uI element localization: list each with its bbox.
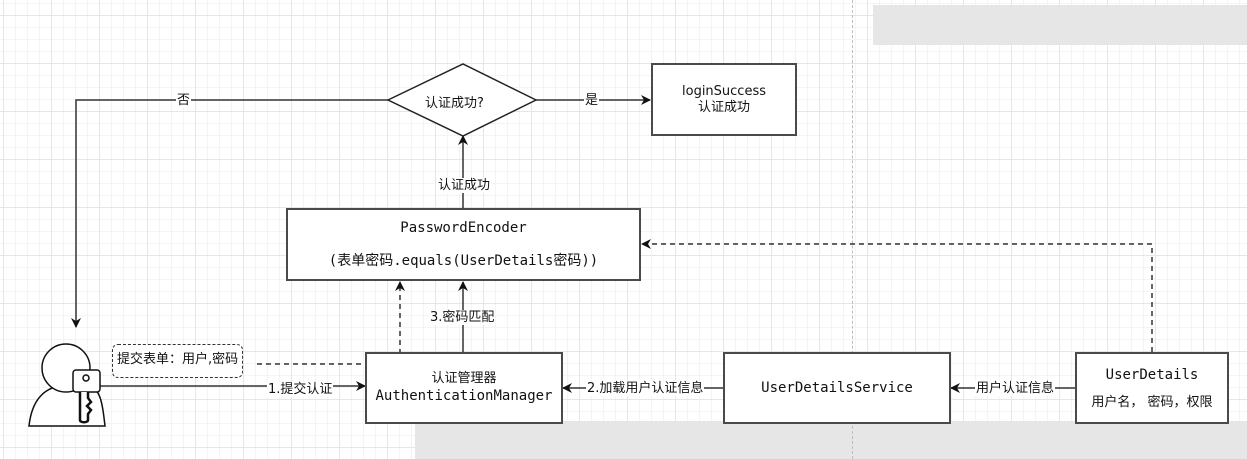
password-encoder-box[interactable]: PasswordEncoder (表单密码.equals(UserDetails… xyxy=(286,208,641,281)
edge-label-load-user-info: 2.加载用户认证信息 xyxy=(586,381,705,396)
user-key-icon xyxy=(28,343,106,427)
user-details-subtitle: 用户名， 密码，权限 xyxy=(1091,394,1213,410)
login-success-subtitle: 认证成功 xyxy=(697,99,750,115)
selection-overlay-top xyxy=(873,5,1247,45)
edge-label-password-match: 3.密码匹配 xyxy=(429,310,496,325)
edge-no xyxy=(71,99,388,328)
login-success-box[interactable]: loginSuccess 认证成功 xyxy=(651,63,797,136)
user-details-title: UserDetails xyxy=(1105,366,1199,383)
user-details-service-label: UserDetailsService xyxy=(761,380,913,396)
edge-label-no: 否 xyxy=(176,93,192,108)
auth-manager-en: AuthenticationManager xyxy=(375,388,553,404)
selection-overlay-bottom xyxy=(415,421,1247,459)
password-encoder-title: PasswordEncoder xyxy=(400,219,527,236)
edge-label-user-auth-info: 用户认证信息 xyxy=(975,381,1056,396)
user-details-service-box[interactable]: UserDetailsService xyxy=(723,352,951,424)
edge-userdetails-to-encoder xyxy=(641,239,1153,352)
auth-manager-cn: 认证管理器 xyxy=(431,371,497,386)
password-encoder-expr: (表单密码.equals(UserDetails密码)) xyxy=(328,252,599,269)
user-details-box[interactable]: UserDetails 用户名， 密码，权限 xyxy=(1075,352,1229,424)
form-submit-note: 提交表单：用户,密码 xyxy=(112,344,244,378)
edge-label-yes: 是 xyxy=(584,93,600,108)
login-success-title: loginSuccess xyxy=(682,83,766,99)
edge-label-submit-auth: 1.提交认证 xyxy=(267,382,334,397)
decision-label: 认证成功? xyxy=(425,96,484,111)
edge-form-note xyxy=(257,281,405,365)
decision-diamond xyxy=(386,63,538,137)
edge-label-auth-success: 认证成功 xyxy=(437,178,492,193)
auth-manager-box[interactable]: 认证管理器 AuthenticationManager xyxy=(365,352,563,424)
page-break-line xyxy=(852,0,853,459)
